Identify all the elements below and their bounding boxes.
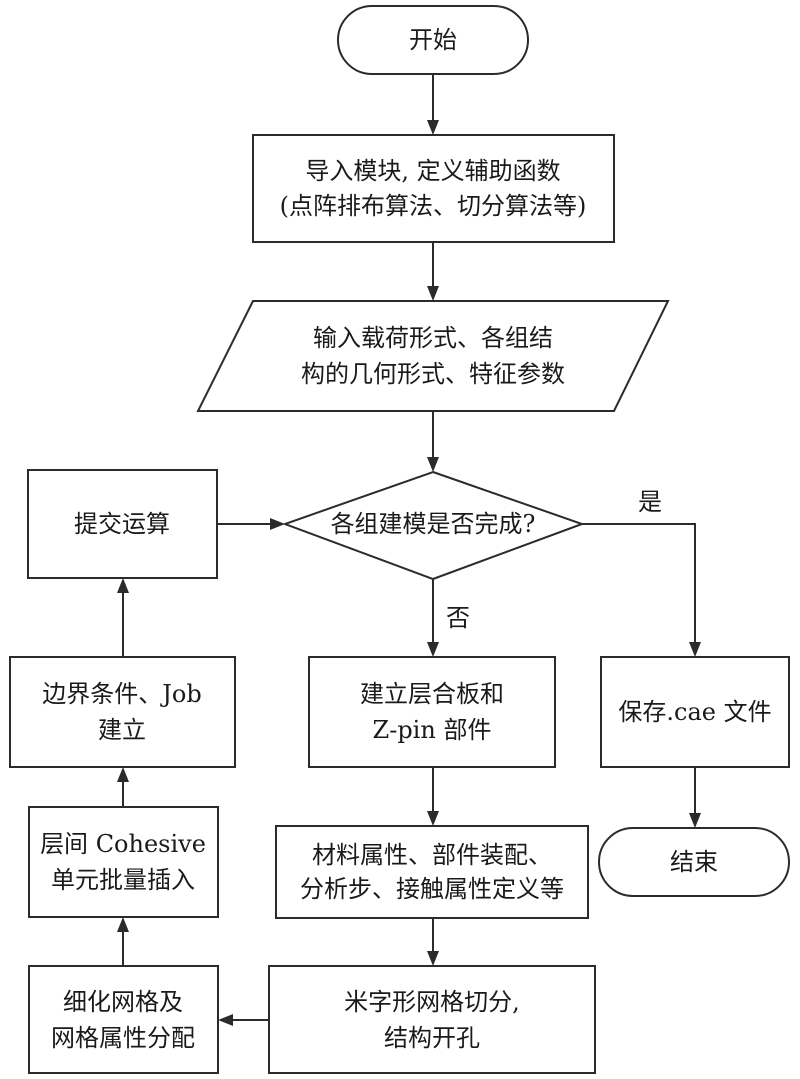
arrowhead-cohesive bbox=[117, 917, 129, 932]
arrowhead-material bbox=[427, 811, 439, 826]
input-params-parallelogram bbox=[196, 300, 670, 412]
build-parts-line2: Z-pin 部件 bbox=[373, 716, 492, 744]
material-props-box bbox=[275, 825, 589, 919]
material-props-line2: 分析步、接触属性定义等 bbox=[300, 875, 564, 903]
submit-job-label: 提交运算 bbox=[74, 510, 170, 538]
arrowhead-decision bbox=[427, 457, 439, 472]
build-parts-box bbox=[308, 656, 556, 768]
import-module-line2: (点阵排布算法、切分算法等) bbox=[280, 192, 587, 220]
mesh-partition-line1: 米字形网格切分, bbox=[344, 988, 520, 1016]
boundary-job-line1: 边界条件、Job bbox=[42, 680, 201, 708]
arrowhead-end bbox=[689, 813, 701, 828]
arrowhead-boundary bbox=[117, 767, 129, 782]
material-props-line1: 材料属性、部件装配、 bbox=[312, 841, 552, 869]
decision-label: 各组建模是否完成? bbox=[331, 510, 536, 538]
boundary-job-box bbox=[9, 656, 236, 768]
arrowhead-save bbox=[689, 642, 701, 657]
mesh-partition-box bbox=[268, 965, 596, 1074]
arrowhead-build bbox=[427, 642, 439, 657]
end-label: 结束 bbox=[670, 848, 718, 876]
import-module-line1: 导入模块, 定义辅助函数 bbox=[305, 157, 560, 185]
cohesive-insert-box bbox=[28, 806, 219, 918]
boundary-job-line2: 建立 bbox=[98, 716, 146, 744]
refine-mesh-line1: 细化网格及 bbox=[63, 988, 183, 1016]
arrowhead-input bbox=[427, 286, 439, 301]
build-parts-line1: 建立层合板和 bbox=[360, 680, 504, 708]
arrowhead-decision-loop bbox=[270, 518, 285, 530]
cohesive-insert-line1: 层间 Cohesive bbox=[40, 830, 206, 858]
yes-branch-label: 是 bbox=[638, 488, 662, 516]
input-params-line2: 构的几何形式、特征参数 bbox=[301, 360, 565, 388]
input-params-line1: 输入载荷形式、各组结 bbox=[313, 324, 553, 352]
cohesive-insert-line2: 单元批量插入 bbox=[51, 866, 195, 894]
end-terminal bbox=[598, 827, 790, 897]
arrowhead-import bbox=[427, 120, 439, 135]
mesh-partition-line2: 结构开孔 bbox=[384, 1024, 480, 1052]
import-module-box bbox=[252, 134, 615, 243]
edge-decision-yes-to-save bbox=[582, 523, 696, 642]
submit-job-box bbox=[27, 469, 218, 579]
refine-mesh-box bbox=[28, 965, 219, 1074]
no-branch-label: 否 bbox=[446, 604, 470, 632]
arrowhead-submit bbox=[117, 578, 129, 593]
save-cae-label: 保存.cae 文件 bbox=[618, 698, 771, 726]
arrowhead-refine bbox=[218, 1014, 233, 1026]
start-label: 开始 bbox=[409, 26, 457, 54]
refine-mesh-line2: 网格属性分配 bbox=[51, 1024, 195, 1052]
arrowhead-mesh bbox=[427, 951, 439, 966]
